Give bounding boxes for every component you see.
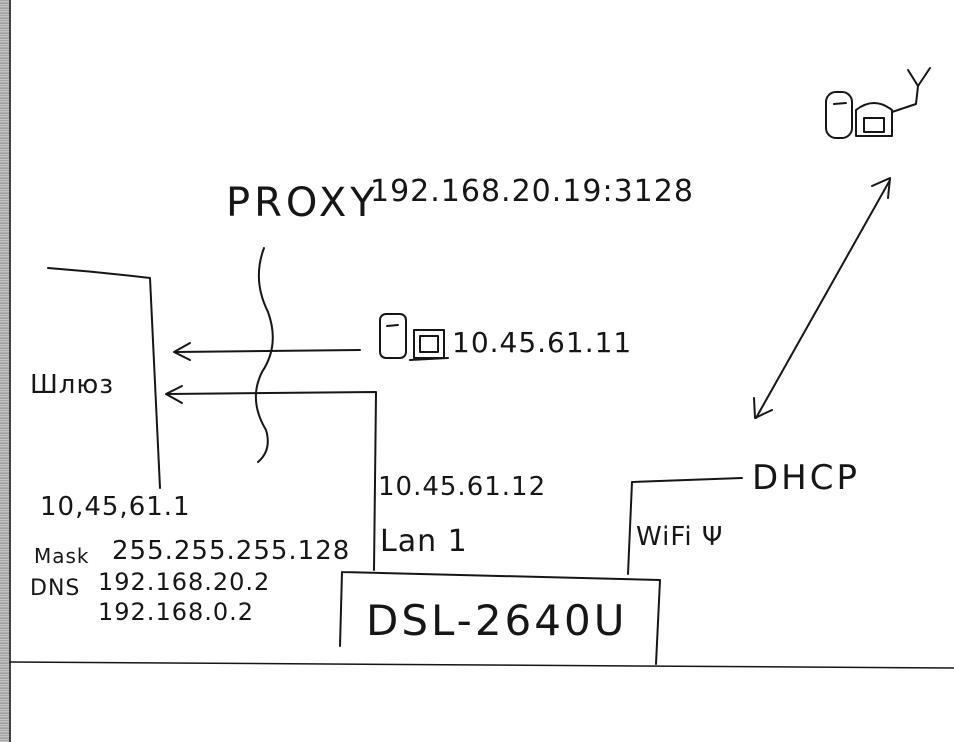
gateway-mask-label: Mask: [34, 544, 90, 568]
gateway-box-outline: [47, 267, 161, 489]
arrow-router-to-gateway: [167, 391, 377, 395]
router-lan-line: [373, 393, 377, 571]
router-model: DSL-2640U: [366, 596, 628, 645]
proxy-wavy-line: [255, 247, 274, 463]
proxy-address: 192.168.20.19:3128: [370, 174, 694, 209]
computer-ip: 10.45.61.11: [452, 326, 633, 359]
gateway-dns-primary: 192.168.20.2: [98, 568, 271, 596]
scan-left-edge: [0, 0, 9, 742]
wireless-double-arrow: [755, 179, 891, 419]
scan-left-edge-line: [9, 0, 11, 742]
wireless-arrow-bottom-head: [753, 397, 773, 419]
wireless-arrow-top-head: [871, 177, 891, 199]
router-lan-ip: 10.45.61.12: [378, 472, 547, 502]
desktop-computer-icon: [379, 313, 449, 361]
wifi-line: [627, 477, 743, 575]
gateway-dns-label: DNS: [30, 576, 81, 601]
page-bottom-border: [9, 661, 954, 669]
router-wifi-label: WiFi Ψ: [636, 522, 724, 552]
router-box-outline: [339, 571, 661, 665]
proxy-label: PROXY: [226, 180, 379, 226]
arrow-computer-to-gateway-head: [173, 342, 191, 361]
dhcp-label: DHCP: [752, 458, 860, 498]
gateway-dns-secondary: 192.168.0.2: [98, 598, 255, 626]
gateway-label: Шлюз: [30, 370, 115, 400]
gateway-mask-value: 255.255.255.128: [112, 536, 351, 566]
router-lan-port: Lan 1: [380, 524, 468, 559]
arrow-router-to-gateway-head: [165, 385, 183, 404]
wireless-computer-icon: [825, 67, 931, 139]
arrow-computer-to-gateway: [175, 349, 361, 353]
gateway-ip: 10,45,61.1: [40, 492, 191, 522]
